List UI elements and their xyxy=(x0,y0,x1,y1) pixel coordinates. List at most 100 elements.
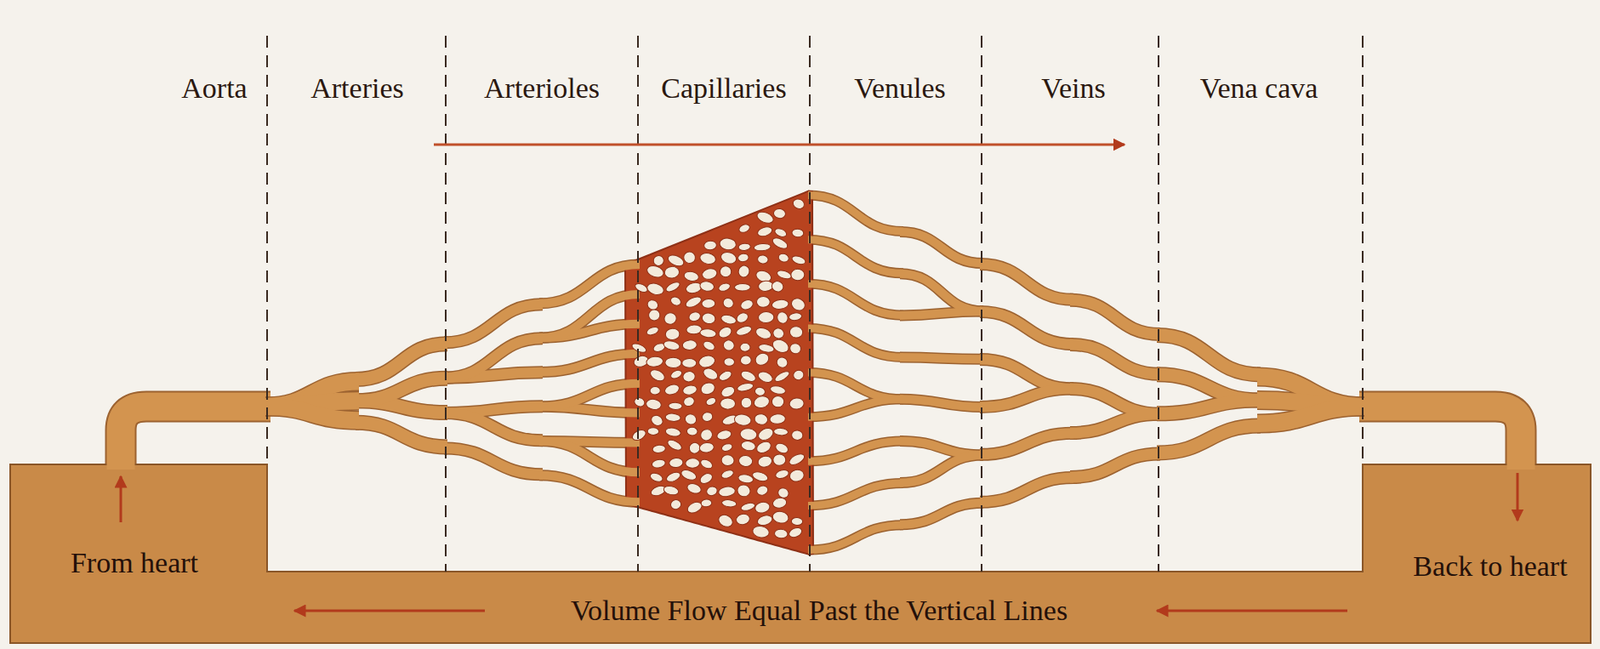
capillary-gap xyxy=(771,496,787,510)
capillary-gap xyxy=(686,427,698,436)
vessel xyxy=(1156,426,1261,454)
vessel-network xyxy=(265,191,1365,555)
capillary-gap xyxy=(774,529,788,540)
capillary-gap xyxy=(736,381,755,393)
capillary-gap xyxy=(679,467,698,482)
capillary-gap xyxy=(645,263,666,280)
capillary-gap xyxy=(757,254,769,265)
vessel-outline xyxy=(808,483,904,506)
capillary-gap xyxy=(740,439,757,452)
vessel xyxy=(265,406,359,421)
capillary-gap xyxy=(773,427,788,437)
capillary-gap xyxy=(682,395,695,408)
capillary-gap xyxy=(787,451,807,467)
vessel-outline xyxy=(1070,453,1161,478)
capillary-gap xyxy=(719,384,737,399)
vessel xyxy=(1070,300,1161,335)
capillary-gap xyxy=(775,268,792,281)
vessel xyxy=(808,398,904,417)
capillary-gap xyxy=(652,444,667,454)
vessels xyxy=(265,195,1365,551)
vessel-outline xyxy=(1257,406,1365,424)
vessel xyxy=(899,357,984,359)
capillary-gap xyxy=(773,369,792,384)
capillary-gap xyxy=(668,457,684,469)
column-label: Arterioles xyxy=(483,72,600,104)
capillary-gap xyxy=(716,428,733,442)
capillary-gap xyxy=(720,313,738,326)
vessel-outline xyxy=(808,284,904,316)
capillary-gap xyxy=(754,325,774,342)
vessel-outline xyxy=(979,478,1074,503)
capillary-gap xyxy=(662,484,680,497)
vessel xyxy=(355,378,448,402)
capillary-gap xyxy=(701,298,716,308)
capillary-gap xyxy=(647,427,660,436)
vessel-outline xyxy=(539,440,640,473)
capillary-gap xyxy=(752,394,771,410)
capillary-gap xyxy=(717,369,734,383)
vessel xyxy=(899,273,984,312)
vessel-outline xyxy=(444,448,543,475)
capillary-gap xyxy=(721,499,737,508)
vessel xyxy=(899,232,984,264)
vessel-outline xyxy=(539,353,640,373)
capillary-gap xyxy=(669,498,683,511)
capillary-gap xyxy=(700,499,712,508)
capillary-gap xyxy=(717,485,736,498)
vessel xyxy=(1070,414,1161,433)
capillary-gap xyxy=(788,312,803,322)
vessel xyxy=(1070,453,1161,478)
vessel-outline xyxy=(899,455,984,484)
vessel-outline xyxy=(539,383,640,407)
vessel xyxy=(444,338,543,378)
capillary-gap xyxy=(770,235,790,251)
flow-arrow xyxy=(1156,609,1348,613)
vessel-outline xyxy=(808,328,904,358)
flow-arrow xyxy=(1516,472,1520,521)
capillary-gap xyxy=(721,296,735,310)
capillary-gap xyxy=(669,295,683,308)
vessel-outline xyxy=(899,502,984,524)
capillary-gap xyxy=(705,484,718,497)
capillary-gap xyxy=(665,357,682,369)
column-label: Venules xyxy=(854,72,946,104)
capillary-gap xyxy=(791,268,805,281)
capillary-gap xyxy=(753,243,771,252)
capillary-gaps xyxy=(630,197,807,540)
vessel xyxy=(444,448,543,475)
capillary-gap xyxy=(788,341,803,355)
capillary-gap xyxy=(682,358,697,368)
vessel xyxy=(899,455,984,484)
capillary-gap xyxy=(651,458,667,469)
vessel-outline xyxy=(355,422,448,448)
capillary-gap xyxy=(791,369,805,382)
capillary-gap xyxy=(789,296,808,314)
capillary-gap xyxy=(769,413,786,425)
capillary-gap xyxy=(630,427,648,443)
vessel-outline xyxy=(899,357,984,359)
capillary-gap xyxy=(669,368,684,381)
vessel xyxy=(808,372,904,399)
vena-cava-tube xyxy=(1359,406,1521,470)
capillary-gap xyxy=(633,281,650,294)
capillary-gap xyxy=(723,357,735,367)
column-label: Veins xyxy=(1041,72,1106,104)
capillary-gap xyxy=(740,501,757,513)
vessel xyxy=(539,475,640,502)
vessel-outline xyxy=(979,264,1074,301)
capillary-gap xyxy=(697,353,717,370)
capillary-gap xyxy=(771,510,790,525)
column-label: Vena cava xyxy=(1200,72,1319,104)
vena-cava-tube-outline xyxy=(1359,406,1521,470)
capillary-gap xyxy=(682,250,697,265)
capillary-gap xyxy=(699,381,717,397)
capillary-gap xyxy=(630,341,648,355)
vessel xyxy=(979,478,1074,503)
capillary-gap xyxy=(682,384,699,397)
divider-line xyxy=(1157,35,1160,572)
column-label: Capillaries xyxy=(660,72,786,104)
capillary-gap xyxy=(757,311,775,324)
vessel-outline xyxy=(899,311,984,316)
